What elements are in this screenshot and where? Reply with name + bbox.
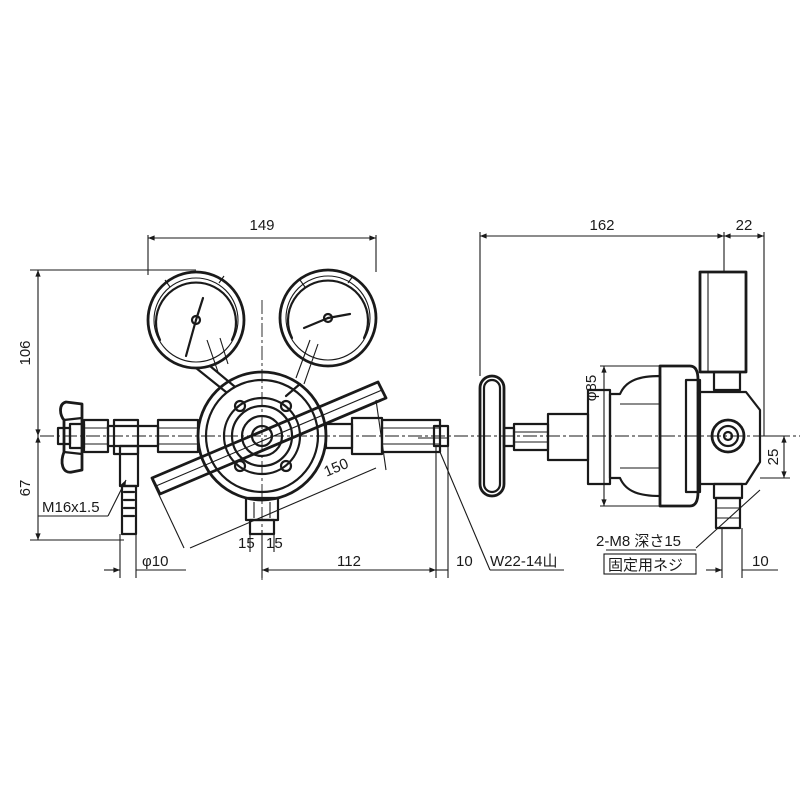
adjusting-handle	[150, 380, 388, 496]
dim-22: 22	[736, 217, 753, 234]
dim-112: 112	[337, 553, 361, 570]
dim-10-side: 10	[752, 553, 769, 570]
side-view: 162 22 φ85 25 2-M8 深さ15 固定用ネジ 10	[478, 217, 790, 578]
side-body	[696, 390, 762, 530]
side-handle	[478, 374, 516, 498]
screw-note: 固定用ネジ	[608, 557, 683, 574]
dim-150: 150	[321, 455, 351, 480]
dim-162: 162	[589, 217, 614, 234]
dim-phi10: φ10	[142, 553, 168, 570]
dim-25: 25	[765, 449, 782, 466]
left-pressure-gauge	[146, 270, 246, 373]
thread-m16-label: M16x1.5	[42, 499, 100, 516]
inlet-fittings	[56, 400, 200, 474]
front-view: 149 106 67 M16x1.5 φ10 15 15 112 10	[17, 217, 800, 580]
right-pressure-gauge	[278, 268, 378, 385]
dim-15-a: 15	[238, 535, 255, 552]
dim-phi85: φ85	[583, 375, 600, 401]
dim-10-front: 10	[456, 553, 473, 570]
thread-w22-label: W22-14山	[490, 553, 558, 570]
side-stem	[512, 388, 612, 486]
dim-106: 106	[17, 340, 34, 365]
dim-15-b: 15	[266, 535, 283, 552]
inlet-nipple	[118, 444, 140, 536]
screw-spec: 2-M8 深さ15	[596, 533, 681, 550]
side-bonnet	[608, 364, 702, 508]
dim-67: 67	[17, 480, 34, 497]
side-gauge	[698, 270, 748, 392]
dim-149: 149	[249, 217, 274, 234]
outlet-fittings	[324, 416, 450, 456]
